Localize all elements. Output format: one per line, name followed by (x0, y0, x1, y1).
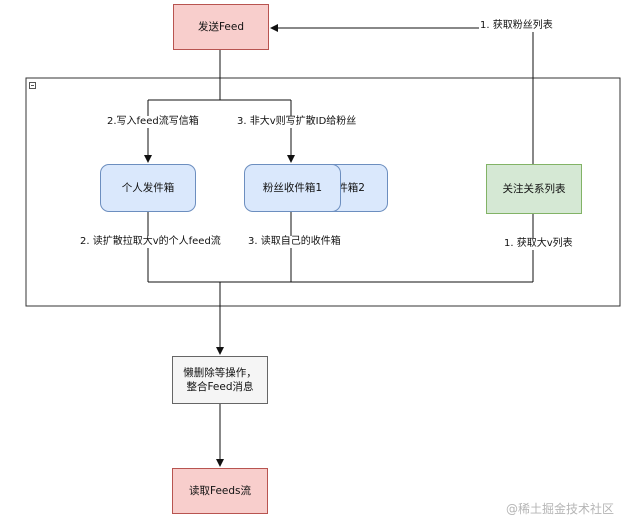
read-feeds-node: 读取Feeds流 (172, 468, 268, 514)
edge-label-get-bigv: 1. 获取大v列表 (503, 238, 574, 250)
follow-relation-label: 关注关系列表 (502, 183, 566, 195)
personal-outbox-label: 个人发件箱 (121, 182, 175, 194)
follow-relation-node: 关注关系列表 (486, 164, 582, 214)
fan-inbox-1-label: 粉丝收件箱1 (262, 182, 323, 194)
edge-label-read-bigv: 2. 读扩散拉取大v的个人feed流 (79, 236, 222, 248)
edge-label-get-fans: 1. 获取粉丝列表 (479, 20, 554, 32)
swimlane-container (25, 77, 621, 307)
edge-label-read-own: 3. 读取自己的收件箱 (247, 236, 342, 248)
merge-node: 懒删除等操作，整合Feed消息 (172, 356, 268, 404)
personal-outbox-node: 个人发件箱 (100, 164, 196, 212)
edge-label-write-outbox: 2.写入feed流写信箱 (106, 116, 200, 128)
send-feed-label: 发送Feed (197, 21, 245, 33)
merge-label: 懒删除等操作，整合Feed消息 (183, 367, 257, 393)
edge-label-non-bigv-fanout: 3. 非大v则写扩散ID给粉丝 (236, 116, 358, 128)
send-feed-node: 发送Feed (173, 4, 269, 50)
fan-inbox-1-node: 粉丝收件箱1 (244, 164, 341, 212)
read-feeds-label: 读取Feeds流 (188, 485, 252, 497)
watermark: @稀土掘金技术社区 (506, 502, 615, 516)
edge-follow-to-send (270, 24, 534, 164)
collapse-icon[interactable] (29, 82, 36, 89)
fan-inbox-2-label: 件箱2 (337, 182, 365, 194)
